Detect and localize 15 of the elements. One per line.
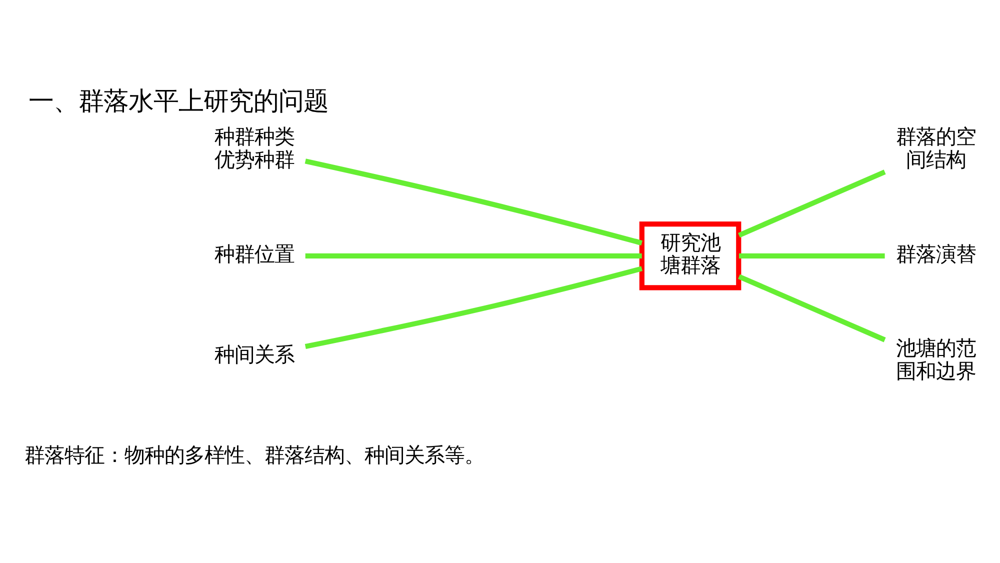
node-text: 种群位置 xyxy=(214,241,294,266)
connector xyxy=(738,274,886,342)
connector xyxy=(305,252,642,258)
diagram-title: 一、群落水平上研究的问题 xyxy=(28,86,329,116)
node-text: 群落演替 xyxy=(896,241,976,266)
node-text: 种群种类优势种群 xyxy=(214,124,294,172)
connector xyxy=(739,252,885,258)
connector xyxy=(304,266,642,349)
node-text: 种间关系 xyxy=(214,342,294,366)
connector xyxy=(304,158,642,245)
label: 群落特征：物种的多样性、群落结构、种间关系等。 xyxy=(24,442,484,466)
connector xyxy=(738,169,886,238)
node-text: 池塘的范围和边界 xyxy=(896,335,976,382)
node-box: 研究池塘群落 xyxy=(639,221,742,290)
node-text: 群落的空间结构 xyxy=(896,124,976,172)
